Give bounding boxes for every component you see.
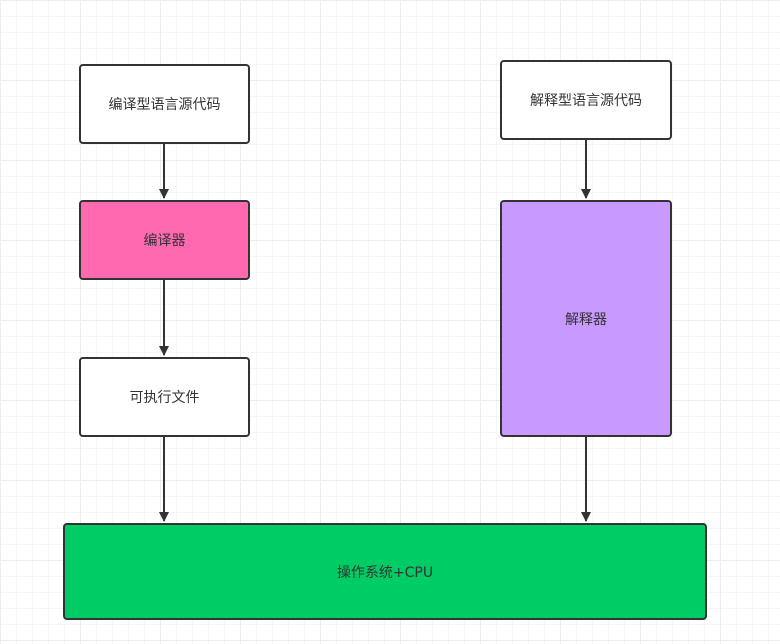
interpreter-label: 解释器 [565,311,607,328]
executable-node[interactable]: 可执行文件 [79,357,250,437]
compiler-label: 编译器 [143,233,186,249]
compiler-node[interactable]: 编译器 [79,200,250,280]
executable-label: 可执行文件 [129,390,200,406]
interpreter-node[interactable]: 解释器 [500,200,672,437]
os-cpu-label: 操作系统+CPU [336,564,434,581]
interpreted-source-label: 解释型语言源代码 [530,93,642,109]
compiled-source-node[interactable]: 编译型语言源代码 [79,64,250,144]
os-cpu-node[interactable]: 操作系统+CPU [63,523,707,620]
interpreted-source-node[interactable]: 解释型语言源代码 [500,60,672,140]
compiled-source-label: 编译型语言源代码 [108,97,221,113]
